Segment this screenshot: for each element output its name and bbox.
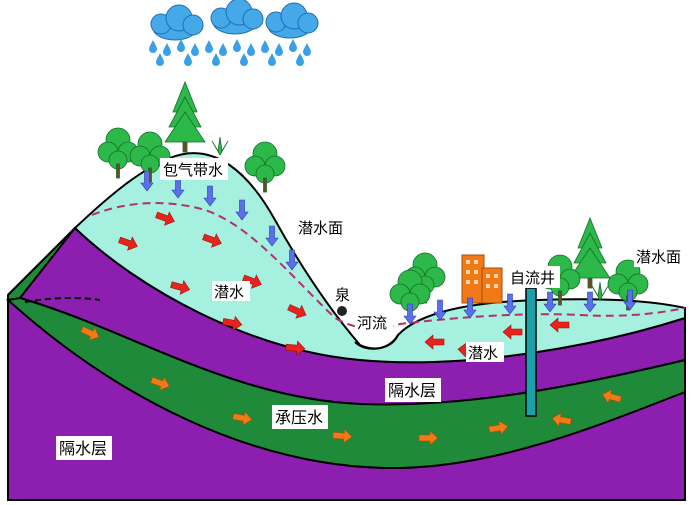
label-confined-water: 承压水 [275, 408, 323, 427]
spring-icon [337, 306, 347, 316]
label-aquiclude-upper: 隔水层 [388, 381, 436, 400]
raindrop-icon [149, 39, 311, 66]
label-water-table-left: 潜水面 [298, 219, 343, 237]
well-icon [525, 287, 537, 417]
label-artesian-well: 自流井 [510, 269, 555, 287]
label-river: 河流 [357, 314, 387, 332]
label-aquiclude-lower: 隔水层 [59, 439, 107, 458]
label-water-table-right: 潜水面 [636, 248, 681, 266]
label-vadose-water: 包气带水 [163, 161, 223, 179]
cloud-icon [150, 0, 319, 41]
label-phreatic-left: 潜水 [214, 283, 244, 301]
water-table-line [91, 202, 686, 330]
label-spring: 泉 [335, 286, 350, 304]
building-icon [461, 254, 503, 304]
label-phreatic-right: 潜水 [468, 344, 498, 362]
